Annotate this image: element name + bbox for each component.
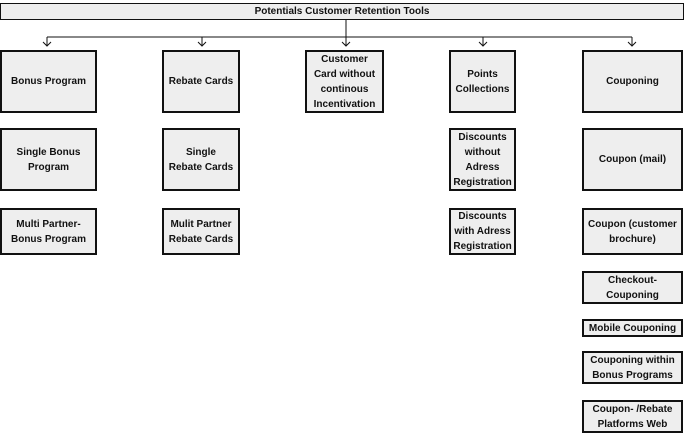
diagram-title: Potentials Customer Retention Tools <box>0 3 684 20</box>
discounts-with-address-box: Discounts with Adress Registration <box>449 208 516 255</box>
couponing-box: Couponing <box>582 50 683 113</box>
single-bonus-program-box: Single Bonus Program <box>0 128 97 191</box>
diagram-title-text: Potentials Customer Retention Tools <box>254 6 430 17</box>
bonus-program-box: Bonus Program <box>0 50 97 113</box>
coupon-rebate-platforms-web-box: Coupon- /Rebate Platforms Web <box>582 400 683 433</box>
customer-card-box: Customer Card without continous Incentiv… <box>305 50 384 113</box>
multi-partner-bonus-program-box: Multi Partner-Bonus Program <box>0 208 97 255</box>
discounts-without-address-box: Discounts without Adress Registration <box>449 128 516 191</box>
mobile-couponing-box: Mobile Couponing <box>582 319 683 337</box>
checkout-couponing-box: Checkout-Couponing <box>582 271 683 304</box>
coupon-mail-box: Coupon (mail) <box>582 128 683 191</box>
coupon-customer-brochure-box: Coupon (customer brochure) <box>582 208 683 255</box>
multi-partner-rebate-cards-box: Mulit Partner Rebate Cards <box>162 208 240 255</box>
single-rebate-cards-box: Single Rebate Cards <box>162 128 240 191</box>
couponing-within-bonus-programs-box: Couponing within Bonus Programs <box>582 351 683 384</box>
points-collections-box: Points Collections <box>449 50 516 113</box>
rebate-cards-box: Rebate Cards <box>162 50 240 113</box>
